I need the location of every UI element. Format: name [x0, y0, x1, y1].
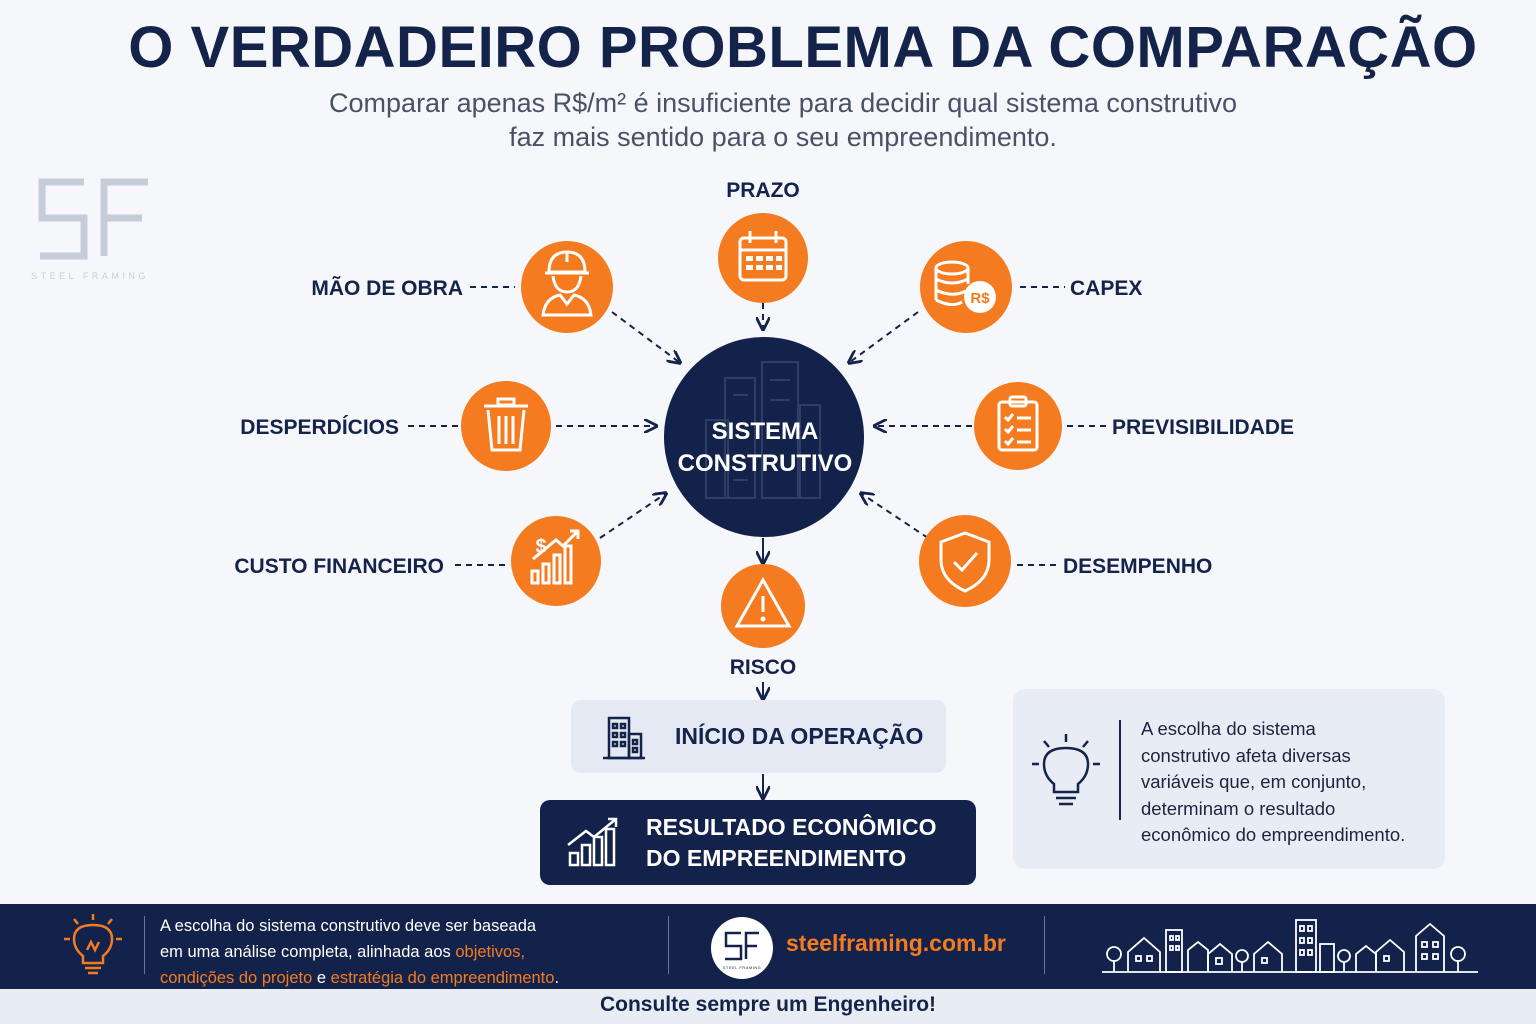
footer-divider: [1044, 916, 1045, 974]
watermark-text: STEEL FRAMING: [31, 271, 149, 281]
footer-lightbulb-icon: [64, 914, 122, 975]
coin-badge: R$: [970, 290, 990, 307]
resultado-label-line-2: DO EMPREENDIMENTO: [646, 844, 907, 871]
logo-text: STEEL FRAMING: [723, 965, 762, 970]
building-icon: [603, 716, 645, 759]
bottom-bar: [0, 989, 1536, 1024]
label-custo-financeiro: CUSTO FINANCEIRO: [234, 555, 444, 578]
buildings-background-icon: [705, 361, 821, 499]
footer-text-span: e: [312, 969, 331, 987]
note-card: [1013, 689, 1445, 869]
footer-divider: [144, 916, 145, 974]
note-divider: [1119, 720, 1121, 820]
resultado-label-line-1: RESULTADO ECONÔMICO: [646, 813, 937, 840]
worker-helmet-icon: [541, 250, 593, 317]
factor-risco: [721, 564, 805, 648]
center-label-line-1: SISTEMA: [712, 418, 819, 445]
svg-text:$: $: [535, 536, 546, 558]
note-line: A escolha do sistema: [1141, 718, 1316, 739]
note-line: econômico do empreendimento.: [1141, 824, 1406, 845]
arrow-mao-de-obra: [611, 311, 679, 362]
footer-text-span: .: [554, 969, 560, 987]
factor-mao-de-obra: [521, 241, 613, 333]
calendar-icon: [738, 231, 788, 282]
label-capex: CAPEX: [1070, 277, 1142, 300]
label-desempenho: DESEMPENHO: [1063, 555, 1212, 578]
consult-engineer-text: Consulte sempre um Engenheiro!: [599, 993, 937, 1016]
note-text: A escolha do sistema construtivo afeta d…: [1141, 716, 1431, 849]
footer-highlight: condições do projeto: [160, 969, 313, 987]
website-link[interactable]: steelframing.com.br: [786, 930, 1006, 956]
factor-custo-financeiro: $: [511, 516, 601, 606]
note-line: construtivo afeta diversas: [1141, 744, 1351, 766]
coins-icon: [934, 260, 970, 307]
footer-divider: [668, 916, 669, 974]
arrow-custo-financeiro: [599, 494, 665, 539]
clipboard-checklist-icon: [997, 395, 1039, 452]
arrow-desempenho: [862, 494, 929, 539]
center-label-line-2: CONSTRUTIVO: [678, 450, 853, 477]
label-prazo: PRAZO: [726, 179, 800, 202]
warning-icon: [734, 576, 792, 628]
note-line: variáveis que, em conjunto,: [1141, 771, 1367, 792]
footer-line-2: em uma análise completa, alinhada aos: [160, 943, 456, 961]
label-previsibilidade: PREVISIBILIDADE: [1112, 416, 1294, 439]
center-circle: [664, 337, 864, 537]
footer-highlight: estratégia do empreendimento: [330, 969, 555, 987]
label-desperdicios: DESPERDÍCIOS: [240, 416, 399, 439]
factor-capex: R$: [920, 241, 1012, 333]
arrow-capex: [850, 311, 919, 362]
trash-icon: [484, 397, 528, 452]
dollar-growth-chart-icon: [530, 529, 580, 585]
factor-previsibilidade: [974, 382, 1062, 470]
steel-framing-logo: STEEL FRAMING: [711, 917, 773, 979]
inicio-operacao-label: INÍCIO DA OPERAÇÃO: [675, 723, 924, 749]
steel-framing-watermark-logo: [38, 178, 148, 260]
city-skyline-icon: [1102, 919, 1478, 973]
factor-desperdicios: [461, 381, 551, 471]
subtitle-line-1: Comparar apenas R$/m² é insuficiente par…: [329, 88, 1237, 118]
label-mao-de-obra: MÃO DE OBRA: [311, 277, 463, 300]
footer-message: A escolha do sistema construtivo deve se…: [160, 913, 630, 991]
page-title: O VERDADEIRO PROBLEMA DA COMPARAÇÃO: [128, 15, 1478, 80]
inicio-operacao-box: INÍCIO DA OPERAÇÃO: [571, 700, 946, 773]
footer-line-1: A escolha do sistema construtivo deve se…: [160, 917, 537, 935]
factor-desempenho: [919, 515, 1011, 607]
growth-chart-icon: [567, 817, 618, 866]
sf-logo-icon: STEEL FRAMING: [723, 931, 762, 970]
lightbulb-icon: [1032, 734, 1100, 806]
shield-check-icon: [939, 531, 991, 593]
factor-prazo: [718, 213, 808, 303]
subtitle-line-2: faz mais sentido para o seu empreendimen…: [509, 122, 1057, 152]
note-line: determinam o resultado: [1141, 797, 1336, 819]
resultado-economico-box: RESULTADO ECONÔMICO DO EMPREENDIMENTO: [540, 800, 976, 885]
label-risco: RISCO: [730, 656, 797, 679]
footer-highlight: objetivos,: [455, 943, 526, 961]
